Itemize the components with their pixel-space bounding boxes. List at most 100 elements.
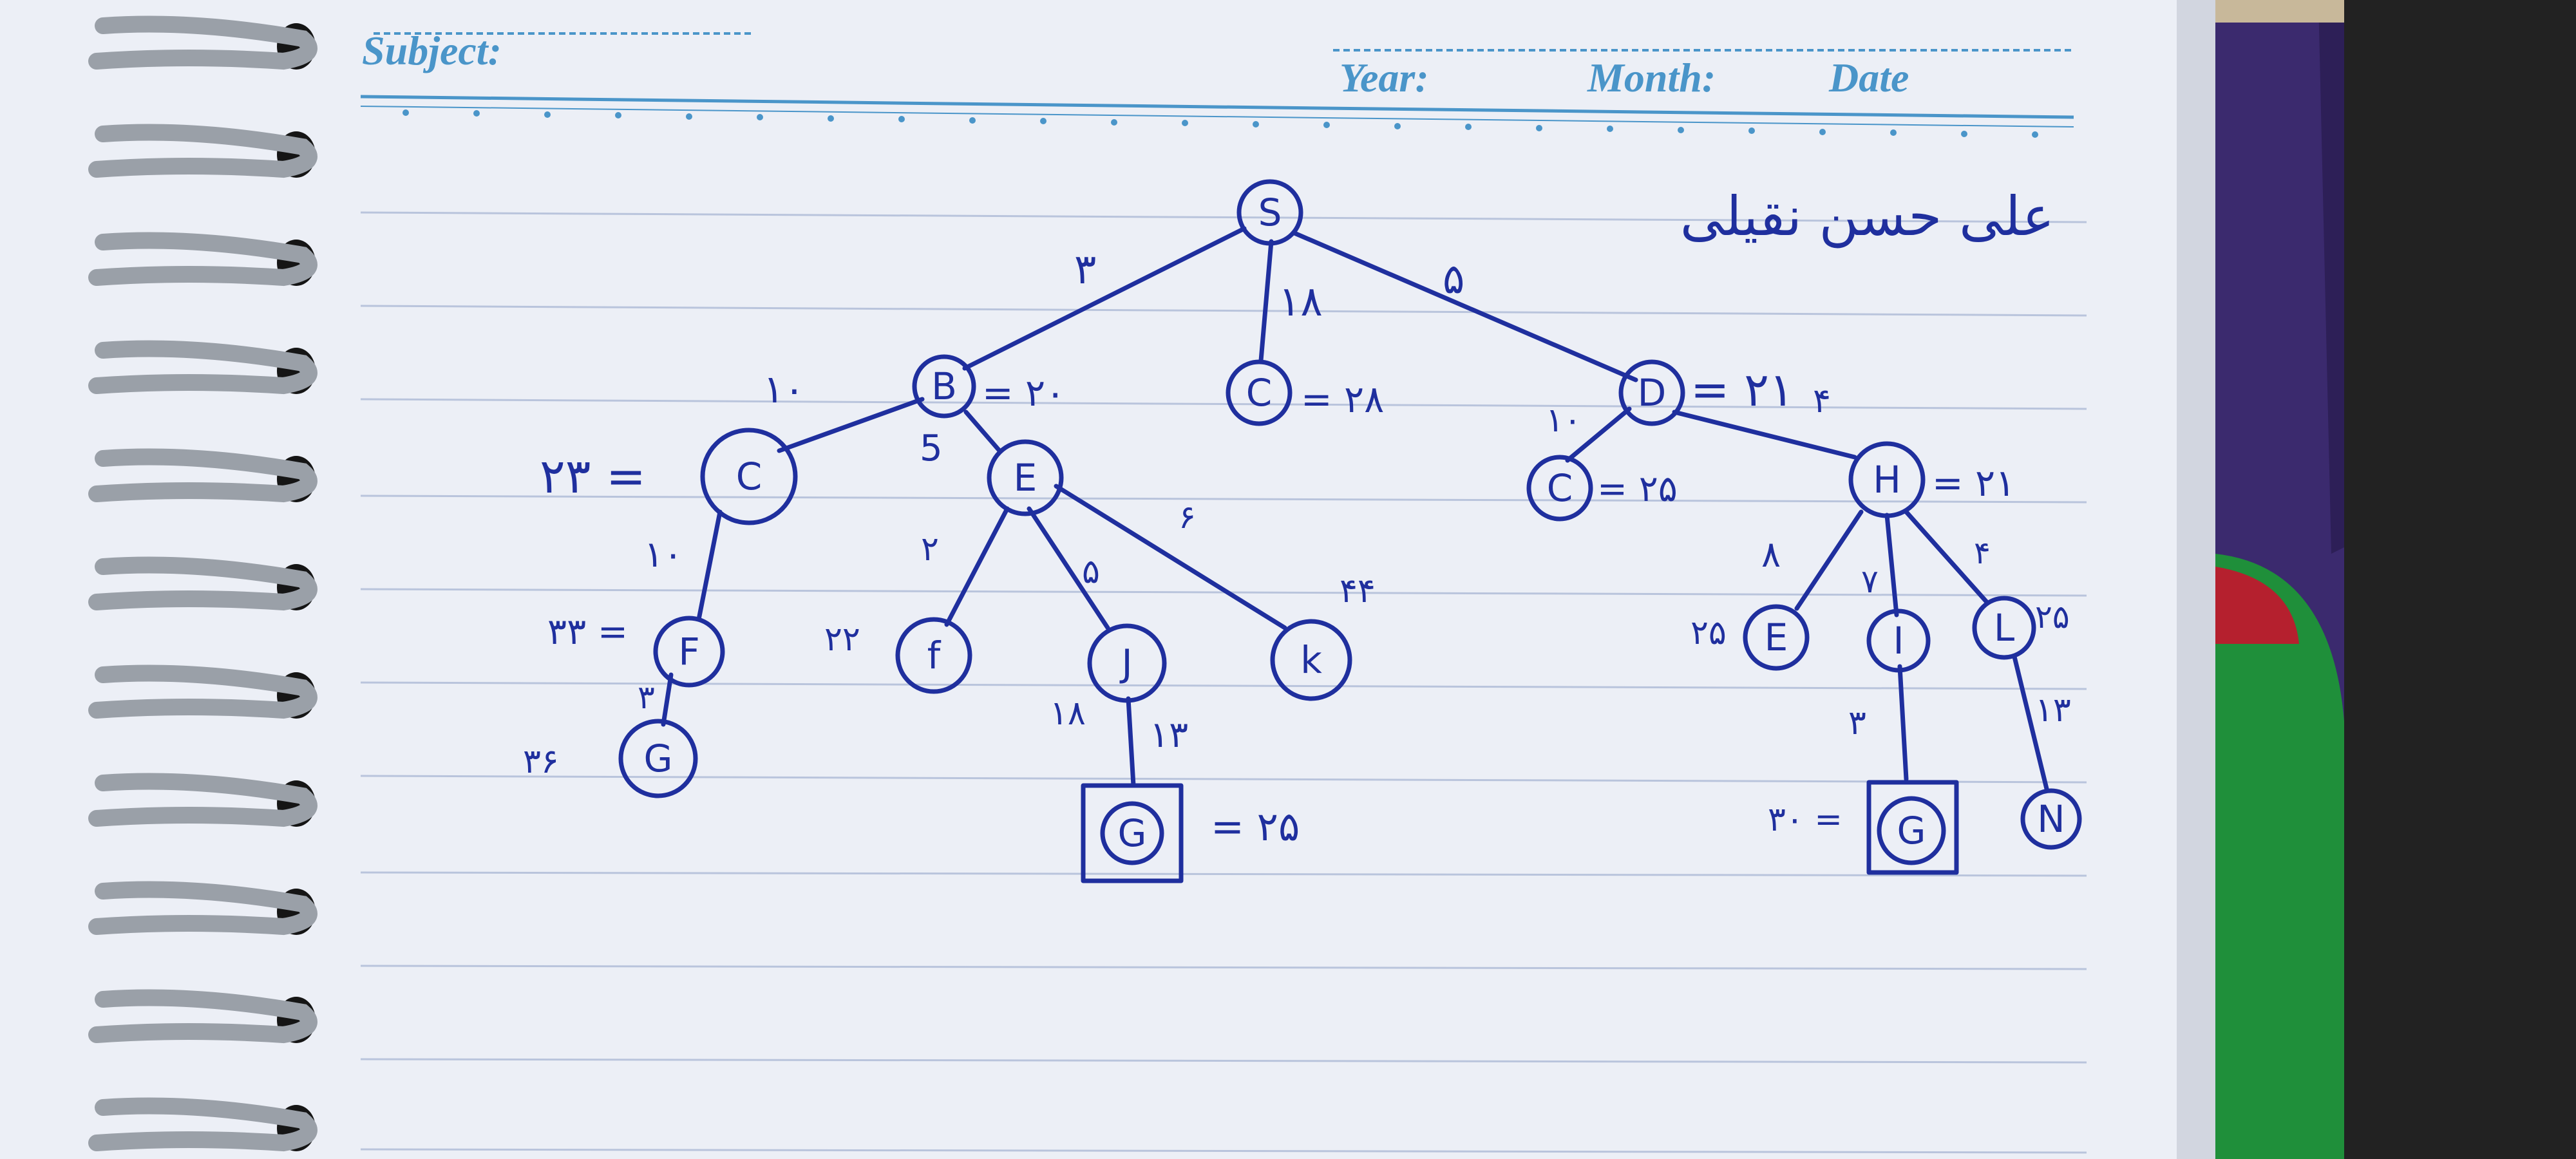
- svg-text:N: N: [2037, 797, 2065, 841]
- node-B: B: [912, 354, 976, 419]
- node-J: J: [1087, 623, 1167, 703]
- spiral-ring: [88, 989, 317, 1044]
- cost-E-J: ۵: [1082, 552, 1100, 591]
- svg-text:S: S: [1258, 191, 1282, 234]
- svg-text:G: G: [1118, 811, 1147, 855]
- cost-B-C: ۱۰: [763, 367, 804, 412]
- node-C-left: C: [700, 428, 798, 525]
- value-L: ۲۵: [2035, 598, 2070, 636]
- node-S: S: [1236, 179, 1303, 246]
- value-C-left: ۲۳ =: [540, 449, 646, 504]
- node-L: L: [1972, 596, 2036, 660]
- cost-I-G: ۳: [1848, 704, 1866, 742]
- spiral-ring: [88, 664, 317, 719]
- spiral-ring: [88, 881, 317, 936]
- node-C-right: C: [1526, 455, 1593, 522]
- cost-E-f: ۲: [921, 530, 939, 569]
- value-f: ۲۲: [824, 620, 860, 659]
- edge-S-C: [1258, 239, 1274, 363]
- value-H: = ۲۱: [1932, 461, 2015, 505]
- svg-text:B: B: [931, 364, 957, 408]
- spiral-ring: [88, 556, 317, 611]
- node-value-labels: = ۲۰ = ۲۸ = ۲۱ ۲۳ = = ۲۵ = ۲۱ ۳۳ = ۳۶ ۲۲…: [523, 363, 2070, 850]
- value-G-goal-mid: = ۲۵: [1211, 803, 1300, 850]
- edge-F-G: [661, 672, 674, 727]
- header-dots: [402, 109, 2038, 138]
- value-J-extra: ۱۸: [1050, 694, 1086, 733]
- node-k: k: [1270, 619, 1352, 701]
- cost-L-N: ۱۳: [2035, 691, 2071, 730]
- edge-H-I: [1884, 513, 1899, 617]
- spiral-ring: [88, 448, 317, 503]
- node-F: F: [653, 616, 725, 688]
- svg-text:D: D: [1638, 371, 1667, 415]
- cost-S-D: ۵: [1443, 256, 1464, 303]
- svg-text:C: C: [1547, 466, 1573, 510]
- cost-J-G: ۱۳: [1150, 714, 1188, 756]
- node-D: D: [1618, 359, 1685, 426]
- header-rules: [360, 32, 2074, 127]
- svg-text:G: G: [1897, 809, 1926, 853]
- red-tab: [2215, 567, 2299, 644]
- spiral-ring: [88, 773, 317, 827]
- node-f: f: [895, 617, 972, 694]
- svg-text:E: E: [1765, 616, 1788, 659]
- cost-H-I: ۷: [1861, 563, 1879, 600]
- cost-S-C: ۱۸: [1278, 278, 1323, 326]
- value-G-left: ۳۶: [523, 742, 559, 781]
- year-label: Year:: [1340, 55, 1429, 100]
- value-G-goal-right: ۳۰ =: [1768, 800, 1842, 839]
- edge-H-L: [1904, 509, 1989, 605]
- cost-C-F: ۱۰: [644, 534, 683, 576]
- spiral-binding: [88, 15, 317, 1152]
- cost-D-C: ۱۰: [1546, 401, 1582, 440]
- edge-S-B: [962, 226, 1247, 371]
- edge-C-F: [696, 509, 723, 622]
- edge-S-D: [1292, 231, 1638, 382]
- cost-F-G: ۳: [638, 679, 655, 716]
- cost-H-L: ۴: [1974, 535, 1991, 571]
- subject-label: Subject:: [362, 28, 502, 73]
- svg-text:J: J: [1119, 641, 1132, 685]
- tree-edges: [661, 226, 2049, 791]
- svg-text:k: k: [1300, 638, 1322, 682]
- edge-J-G: [1126, 696, 1136, 788]
- node-I: I: [1866, 608, 1931, 673]
- edge-B-C: [777, 397, 925, 453]
- svg-text:C: C: [1246, 371, 1273, 415]
- cost-D-H: ۴: [1813, 382, 1831, 420]
- node-G-left: G: [618, 719, 698, 798]
- svg-text:f: f: [927, 634, 942, 677]
- svg-text:L: L: [1994, 606, 2014, 650]
- cost-S-B: ۳: [1074, 246, 1096, 294]
- svg-text:I: I: [1893, 619, 1904, 663]
- value-D: = ۲۱: [1690, 363, 1794, 417]
- node-C-mid: C: [1226, 359, 1293, 426]
- dark-binder: [2344, 0, 2576, 1159]
- node-H: H: [1848, 441, 1926, 518]
- edge-I-G: [1897, 664, 1909, 782]
- notebook-page: [0, 0, 2209, 1159]
- value-B: = ۲۰: [982, 371, 1065, 415]
- date-label: Date: [1828, 55, 1909, 100]
- cost-B-E: 5: [920, 428, 943, 469]
- value-C-right: = ۲۵: [1597, 468, 1678, 510]
- edge-B-E: [963, 410, 1002, 453]
- value-C-mid: = ۲۸: [1301, 377, 1384, 421]
- svg-text:H: H: [1873, 458, 1901, 502]
- spiral-ring: [88, 340, 317, 395]
- cost-H-E: ۸: [1761, 534, 1781, 576]
- node-N: N: [2020, 788, 2082, 850]
- node-E: E: [987, 439, 1064, 516]
- edge-cost-labels: ۳ ۱۸ ۵ ۱۰ 5 ۱۰ ۴ ۱۰ ۳ ۲ ۵ ۶ ۱۳ ۸ ۷ ۴ ۳ ۱…: [638, 246, 2071, 756]
- edge-D-C: [1565, 406, 1632, 463]
- edge-E-f: [944, 506, 1010, 627]
- svg-text:F: F: [678, 630, 699, 674]
- spiral-ring: [88, 232, 317, 287]
- svg-text:E: E: [1014, 456, 1037, 500]
- node-G-goal-right: G: [1866, 780, 1959, 875]
- month-label: Month:: [1587, 55, 1716, 100]
- node-E-right: E: [1743, 604, 1810, 671]
- edge-L-N: [2012, 654, 2049, 791]
